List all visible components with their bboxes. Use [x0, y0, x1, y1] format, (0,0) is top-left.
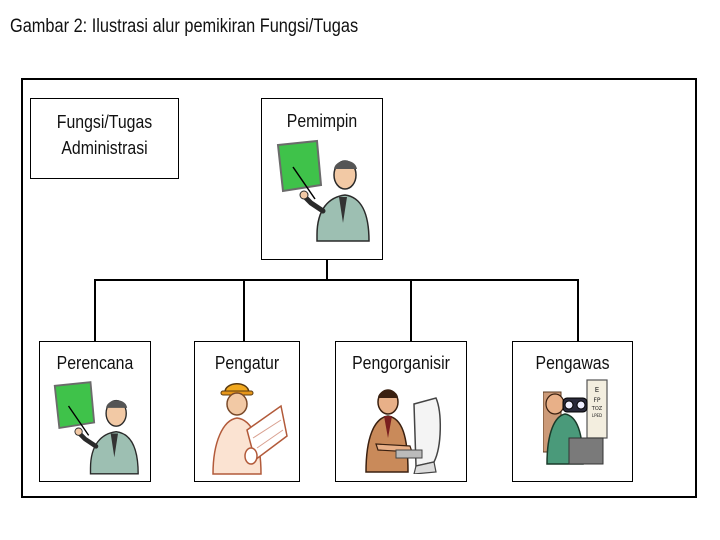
- legend-line-1: Fungsi/Tugas: [56, 112, 153, 132]
- box-pengorganisir: Pengorganisir: [335, 341, 467, 482]
- connector-drop-1: [94, 279, 96, 341]
- connector-drop-3: [410, 279, 412, 341]
- connector-trunk: [326, 260, 328, 280]
- engineer-blueprint-icon: [212, 383, 288, 475]
- box-pengorganisir-label: Pengorganisir: [352, 353, 450, 373]
- connector-drop-4: [577, 279, 579, 341]
- box-pengawas-label: Pengawas: [535, 353, 610, 373]
- box-perencana: Perencana: [39, 341, 151, 482]
- diagram-frame: [21, 78, 697, 498]
- svg-text:TOZ: TOZ: [591, 406, 603, 412]
- connector-bus: [94, 279, 579, 281]
- legend-line-2: Administrasi: [61, 138, 148, 158]
- teacher-pointing-board-icon: [53, 381, 139, 475]
- box-pengawas: Pengawas E FP TOZ LPED: [512, 341, 633, 482]
- box-pengatur-label: Pengatur: [214, 353, 280, 373]
- svg-text:FP: FP: [593, 397, 600, 404]
- teacher-pointing-board-icon: [276, 139, 370, 242]
- inspector-binoculars-icon: E FP TOZ LPED: [543, 379, 608, 465]
- box-pemimpin: Pemimpin: [261, 98, 383, 260]
- svg-text:LPED: LPED: [592, 413, 602, 418]
- office-worker-computer-icon: [365, 389, 442, 474]
- box-pemimpin-label: Pemimpin: [286, 111, 358, 131]
- connector-drop-2: [243, 279, 245, 341]
- legend-box: Fungsi/Tugas Administrasi: [30, 98, 179, 179]
- box-pengatur: Pengatur: [194, 341, 300, 482]
- svg-text:E: E: [595, 386, 599, 394]
- box-perencana-label: Perencana: [56, 353, 134, 373]
- figure-caption: Gambar 2: Ilustrasi alur pemikiran Fungs…: [10, 16, 359, 37]
